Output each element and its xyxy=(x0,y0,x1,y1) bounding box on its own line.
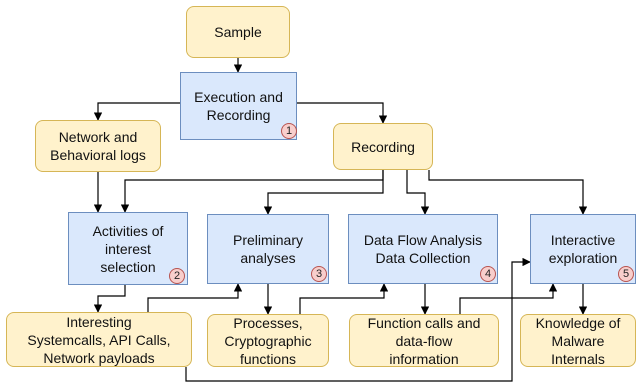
edge-interesting-interactive xyxy=(185,257,531,382)
step-badge-1: 1 xyxy=(281,123,297,139)
edge-exec-recording xyxy=(297,102,388,124)
node-interesting-calls: Interesting Systemcalls, API Calls, Netw… xyxy=(6,312,192,367)
node-execution-recording: Execution and Recording 1 xyxy=(180,72,297,140)
edge-exec-netlogs xyxy=(93,102,180,121)
node-recording-label: Recording xyxy=(351,138,415,155)
node-activities-selection: Activities of interest selection 2 xyxy=(68,212,188,285)
edge-recording-interactive xyxy=(428,170,588,215)
edge-funccalls-interactive xyxy=(459,283,558,314)
node-activities-selection-label: Activities of interest selection xyxy=(92,222,164,275)
edge-recording-dataflow xyxy=(406,170,430,215)
step-badge-2: 2 xyxy=(169,268,185,284)
node-preliminary-analyses-label: Preliminary analyses xyxy=(232,232,303,266)
node-function-calls-label: Function calls and data-flow information xyxy=(367,314,481,367)
node-interesting-calls-label: Interesting Systemcalls, API Calls, Netw… xyxy=(27,313,171,366)
node-network-behavioral-logs-label: Network and Behavioral logs xyxy=(50,129,146,163)
node-network-behavioral-logs: Network and Behavioral logs xyxy=(35,120,161,172)
node-recording: Recording xyxy=(333,123,433,170)
node-preliminary-analyses: Preliminary analyses 3 xyxy=(207,214,329,284)
edge-processes-dataflow xyxy=(299,283,389,314)
step-badge-4: 4 xyxy=(480,266,496,282)
node-data-flow-analysis: Data Flow Analysis Data Collection 4 xyxy=(348,214,498,284)
node-execution-recording-label: Execution and Recording xyxy=(194,89,283,123)
node-processes-crypto-label: Processes, Cryptographic functions xyxy=(224,314,312,367)
node-processes-crypto: Processes, Cryptographic functions xyxy=(207,314,329,367)
step-badge-5: 5 xyxy=(618,266,634,282)
node-function-calls: Function calls and data-flow information xyxy=(349,314,499,367)
edge-recording-activities xyxy=(120,170,384,213)
node-knowledge-malware-label: Knowledge of Malware Internals xyxy=(535,314,621,367)
edge-interesting-prelim xyxy=(147,283,243,312)
node-interactive-exploration: Interactive exploration 5 xyxy=(530,214,636,284)
node-sample-label: Sample xyxy=(214,24,262,40)
node-data-flow-analysis-label: Data Flow Analysis Data Collection xyxy=(363,232,483,266)
edge-activities-interesting xyxy=(93,285,126,313)
node-knowledge-malware: Knowledge of Malware Internals xyxy=(520,314,636,367)
step-badge-3: 3 xyxy=(311,266,327,282)
edge-recording-prelim xyxy=(263,170,384,215)
node-sample: Sample xyxy=(186,6,290,58)
node-interactive-exploration-label: Interactive exploration xyxy=(548,232,618,266)
